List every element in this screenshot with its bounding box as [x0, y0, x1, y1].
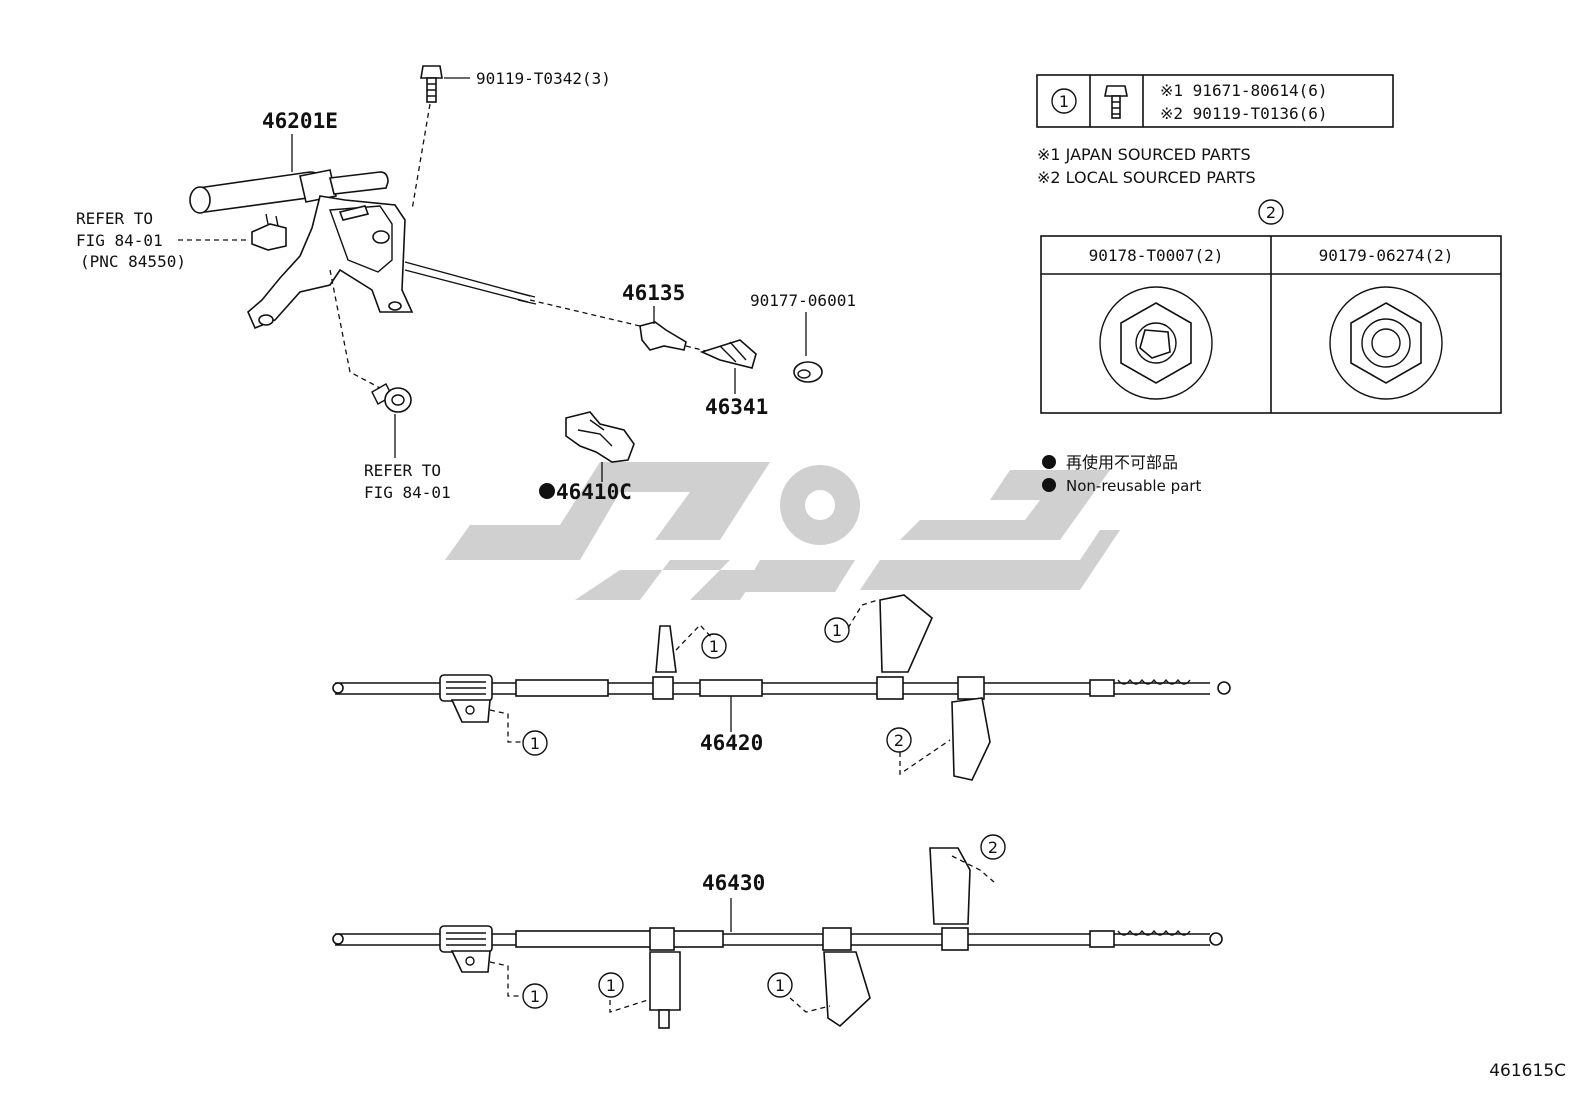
dashline-46430-c1-mid — [609, 999, 649, 1013]
callout-46420-c2-circle — [886, 727, 912, 753]
ref-bolt-line2: FIG 84-01 — [364, 483, 451, 502]
table1-row1: ※1 91671-80614(6) — [1160, 81, 1328, 100]
part-46341-drawing — [699, 339, 757, 369]
label-bolt-top-part: 90119-T0342(3) — [476, 69, 611, 88]
table2-marker: 2 — [1266, 203, 1276, 222]
callout-46420-c2: 2 — [894, 731, 904, 750]
label-part-46341: 46341 — [705, 395, 768, 419]
figure-code: 461615C — [1489, 1061, 1566, 1081]
callout-46430-c1-mid: 1 — [606, 976, 616, 995]
callout-46420-c1-right: 1 — [832, 621, 842, 640]
non-reusable-marker-icon — [539, 483, 555, 499]
callout-46430-c2: 2 — [988, 838, 998, 857]
dashline-46420-c2 — [899, 739, 951, 776]
table2-col2: 90179-06274(2) — [1319, 246, 1454, 265]
callout-46420-c1-left-circle — [522, 730, 548, 756]
table1-marker-circle — [1051, 88, 1077, 114]
table1-row2: ※2 90119-T0136(6) — [1160, 104, 1328, 123]
callout-46420-c1-mid: 1 — [709, 637, 719, 656]
ref-switch-line1: REFER TO — [76, 209, 153, 228]
legend-english: Non-reusable part — [1066, 477, 1201, 495]
note-local-sourced: ※2 LOCAL SOURCED PARTS — [1037, 168, 1256, 187]
dashline-46420-c1-left — [489, 709, 522, 743]
dashline-46420-c1-mid — [675, 624, 713, 651]
dashline-46430-c1-left — [489, 961, 522, 997]
legend-japanese: 再使用不可部品 — [1066, 453, 1178, 472]
label-cable-46420: 46420 — [700, 731, 763, 755]
dashline-46430-c2 — [951, 855, 995, 883]
label-grommet: 90177-06001 — [750, 291, 856, 310]
cable-46420-drawing — [332, 594, 1231, 781]
label-part-46135: 46135 — [622, 281, 685, 305]
bolt-icon — [1104, 85, 1128, 119]
callout-46430-c1-left: 1 — [530, 987, 540, 1006]
ref-switch-line2: FIG 84-01 — [76, 231, 163, 250]
part-46135-drawing — [639, 321, 687, 351]
dashline-bolt-lower — [329, 269, 381, 389]
callout-46430-c1-right-circle — [767, 972, 793, 998]
callout-46430-c2-circle — [980, 834, 1006, 860]
ref-bolt-line1: REFER TO — [364, 461, 441, 480]
table2-marker-circle — [1258, 199, 1284, 225]
dashline-bolt-top — [411, 103, 431, 211]
table-nut-options: 90178-T0007(2) 90179-06274(2) — [1040, 235, 1502, 414]
nut-with-washer-icon — [1099, 286, 1213, 400]
callout-46420-c1-mid-circle — [701, 633, 727, 659]
watermark-logo — [445, 462, 1120, 600]
callout-46430-c1-mid-circle — [598, 972, 624, 998]
table2-col1: 90178-T0007(2) — [1089, 246, 1224, 265]
label-retainer: 46410C — [556, 480, 632, 504]
cable-46430-drawing — [332, 847, 1223, 1029]
table1-marker: 1 — [1059, 92, 1069, 111]
bolt-lower-drawing — [371, 383, 412, 413]
callout-46420-c1-right-circle — [824, 617, 850, 643]
label-lever-part: 46201E — [262, 109, 338, 133]
flange-nut-icon — [1329, 286, 1443, 400]
parking-brake-lever-drawing — [189, 169, 537, 330]
retainer-drawing — [565, 411, 635, 463]
legend-dot-en-icon — [1042, 478, 1056, 492]
grommet-drawing — [793, 361, 823, 383]
dashline-46430-c1-right — [789, 997, 831, 1013]
dashline-rod — [529, 299, 641, 327]
callout-46430-c1-right: 1 — [775, 976, 785, 995]
ref-switch-line3: (PNC 84550) — [80, 252, 186, 271]
dashline-46420-c1-right — [847, 599, 879, 629]
bolt-top-drawing — [420, 65, 443, 103]
legend-dot-jp-icon — [1042, 455, 1056, 469]
callout-46420-c1-left: 1 — [530, 734, 540, 753]
table-bolt-options: 1 ※1 91671-80614(6) ※2 90119-T0136(6) — [1036, 74, 1394, 128]
callout-46430-c1-left-circle — [522, 983, 548, 1009]
label-cable-46430: 46430 — [702, 871, 765, 895]
note-japan-sourced: ※1 JAPAN SOURCED PARTS — [1037, 145, 1251, 164]
